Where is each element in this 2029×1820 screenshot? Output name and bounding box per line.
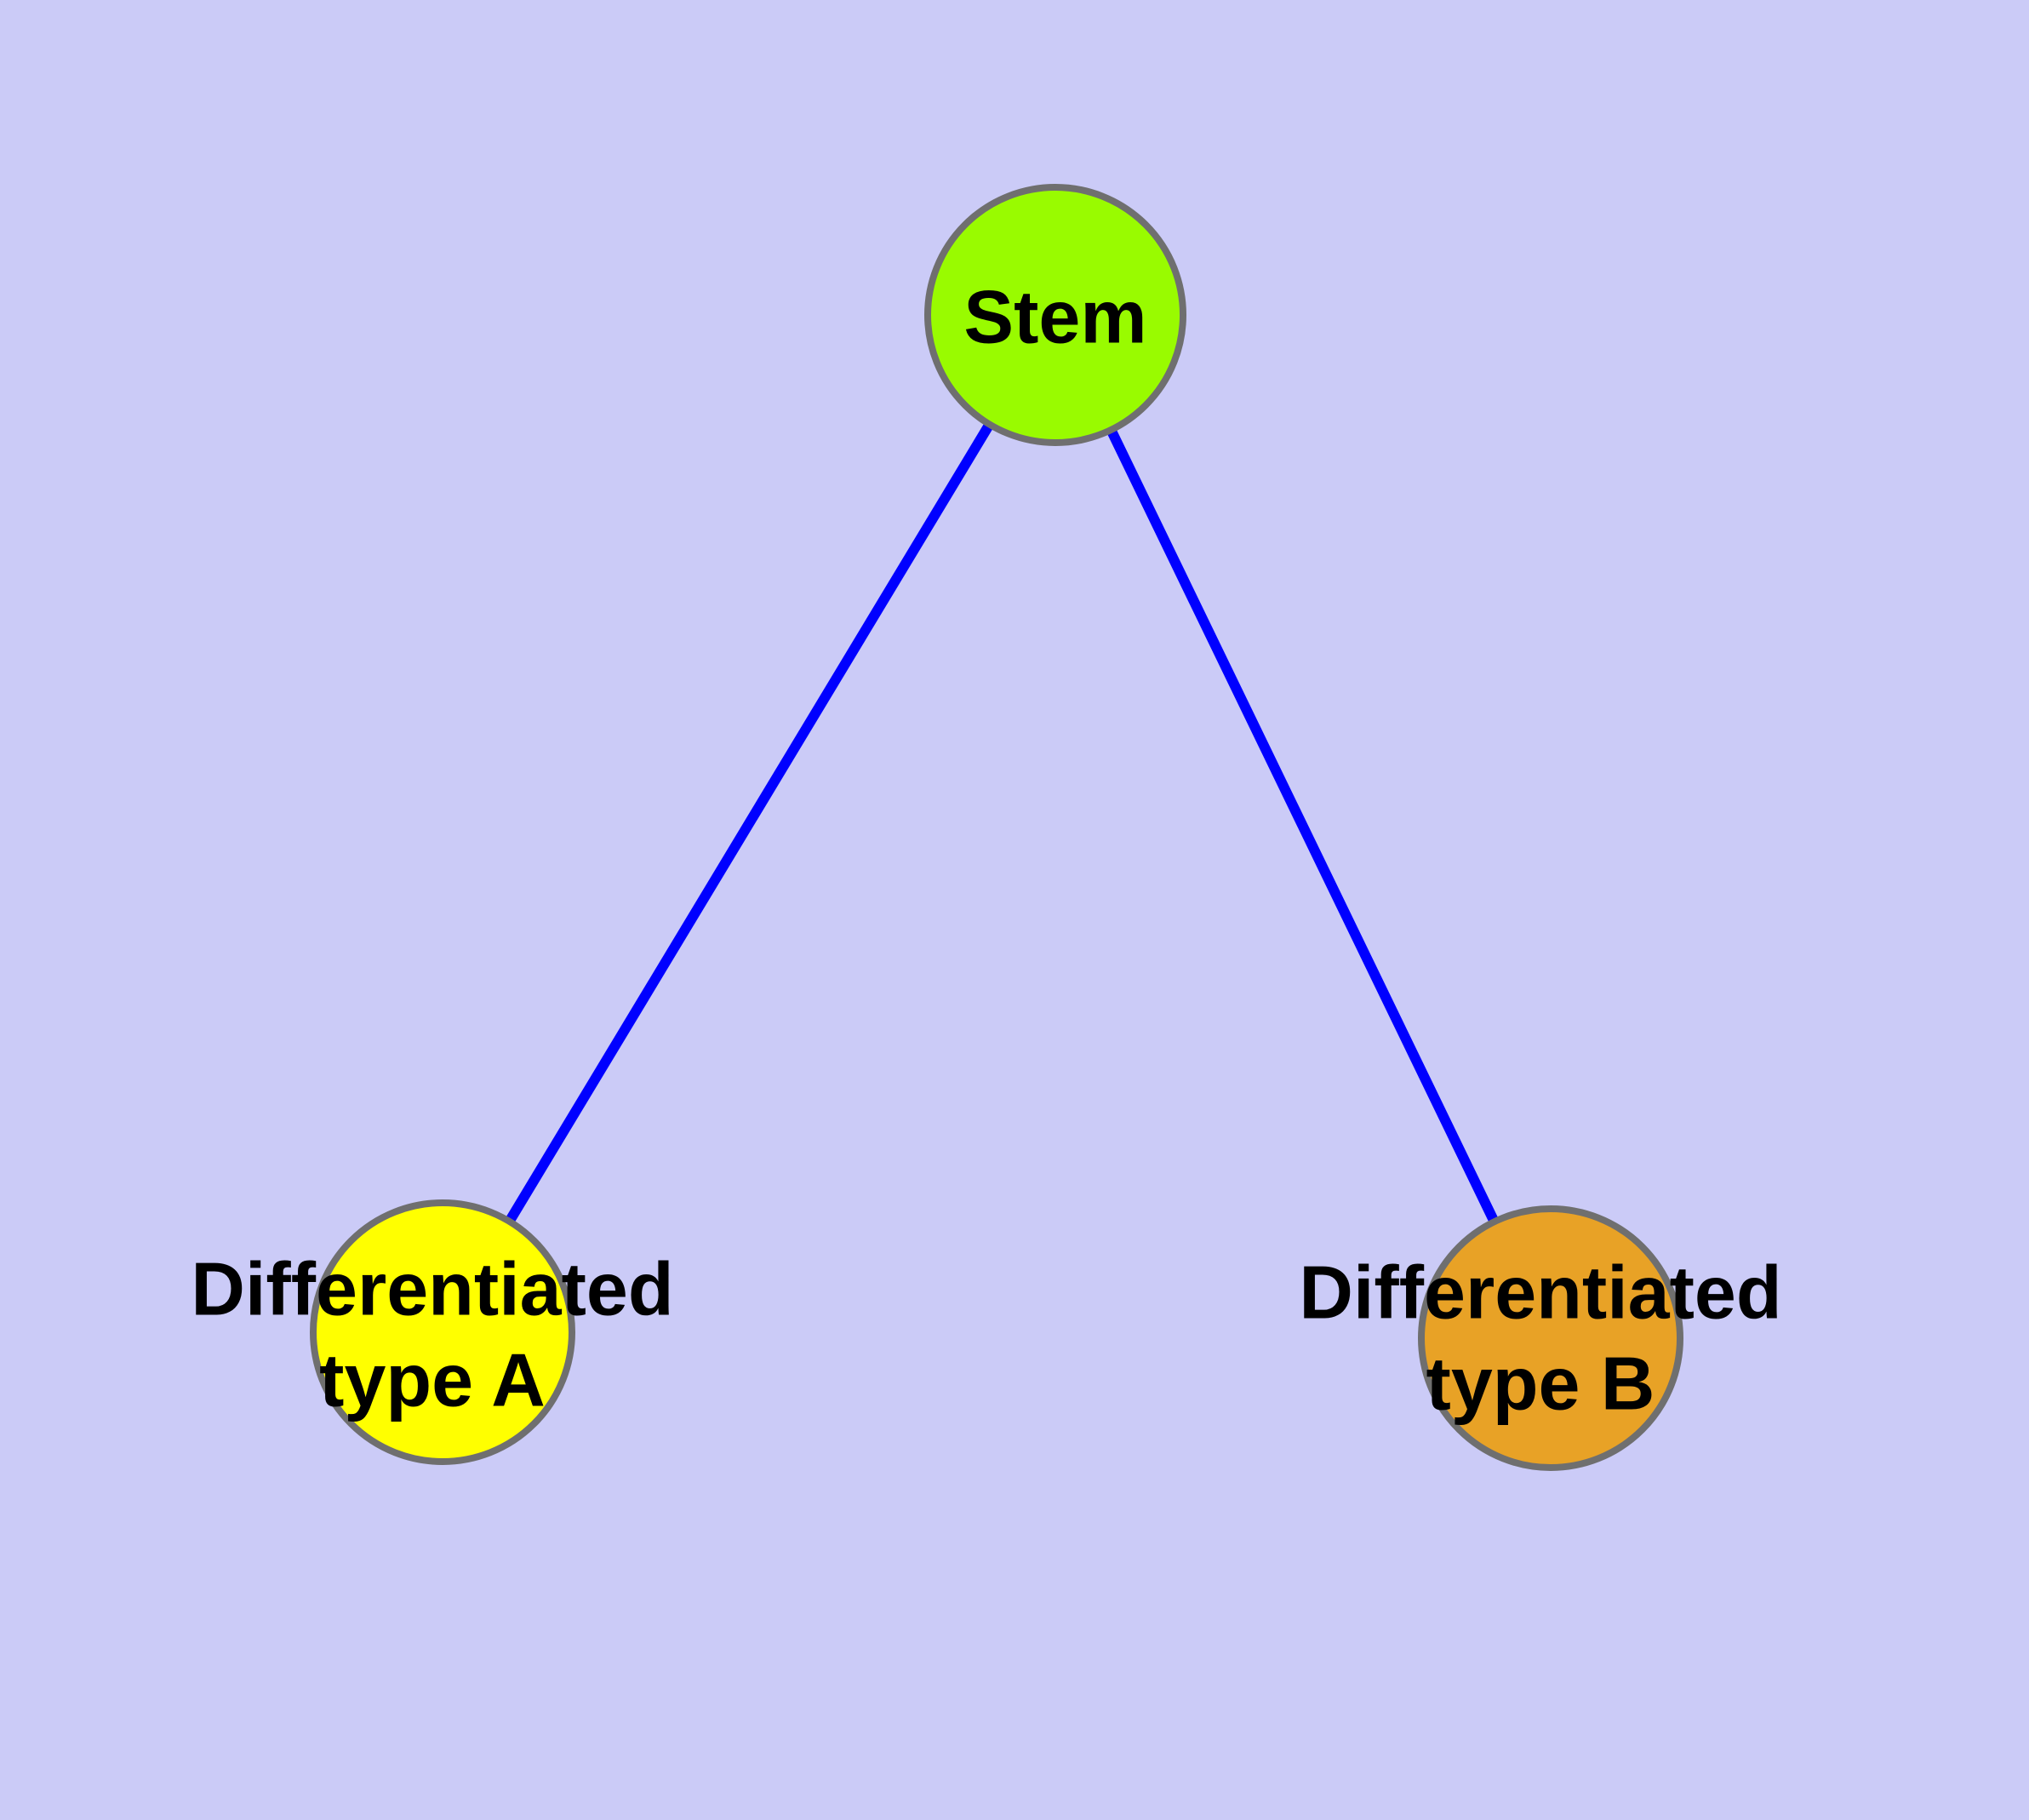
- edge-stem-to-type-b: [1050, 312, 1556, 1341]
- edge-stem-to-type-a: [437, 312, 1060, 1336]
- node-differentiated-type-a-circle: [310, 1199, 575, 1465]
- node-stem-circle: [924, 184, 1186, 446]
- node-differentiated-type-b-circle: [1418, 1205, 1683, 1471]
